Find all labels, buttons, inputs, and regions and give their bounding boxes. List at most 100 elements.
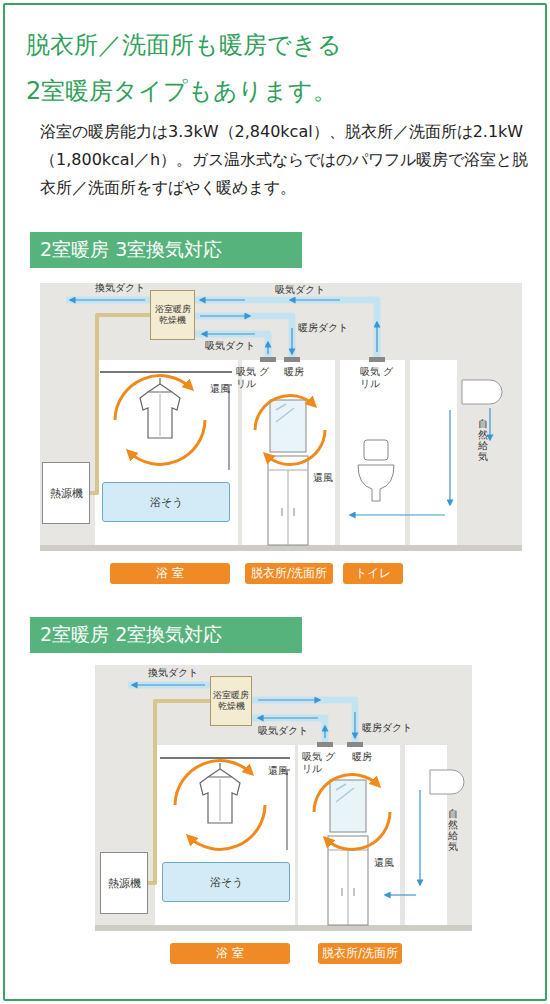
section-band-text: 2室暖房 2室換気対応 — [40, 622, 222, 648]
toilet — [358, 465, 394, 501]
page-title: 脱衣所／洗面所も暖房できる 2室暖房タイプもあります。 — [26, 31, 342, 105]
callout-label-text: 吸気 グリル — [302, 751, 335, 774]
warm-air-swirl — [115, 376, 325, 465]
section-band: 2室暖房 3室換気対応 — [30, 232, 302, 268]
airflow-arrow — [324, 726, 325, 738]
callout-label: 換気ダクト — [95, 282, 145, 294]
section-band-text: 2室暖房 3室換気対応 — [40, 237, 222, 263]
airflow-arrow — [354, 712, 355, 738]
heat-source-unit-text: 熱源機 — [108, 876, 141, 891]
airflow-arrow — [200, 299, 245, 300]
callout-label: 暖房 — [284, 366, 304, 378]
bathroom-fixtures — [160, 758, 290, 850]
air-intake-hood — [430, 770, 464, 794]
air-intake-hood — [462, 380, 502, 404]
section-two-building — [95, 665, 472, 925]
duct — [195, 300, 377, 357]
section-one-building — [40, 545, 522, 551]
callout-label-text: 吸気ダクト — [275, 284, 325, 295]
duct — [195, 316, 292, 357]
airflow-arrow — [267, 342, 268, 354]
bathtub-text: 浴そう — [150, 495, 183, 510]
room-tag: 脱衣所/洗面所 — [245, 563, 333, 584]
dryer-unit-text: 浴室暖房 乾燥機 — [152, 304, 193, 326]
callout-label-text: 吸気 グリル — [236, 366, 269, 389]
toilet — [358, 440, 394, 501]
callout-label: 吸気ダクト — [205, 340, 255, 352]
callout-label: 吸気 グリル — [302, 751, 336, 775]
callout-label: 吸気ダクト — [258, 725, 308, 737]
dryer-unit: 浴室暖房 乾燥機 — [150, 290, 195, 340]
callout-label-text: 暖房 — [284, 366, 304, 377]
bathtub-text: 浴そう — [210, 875, 243, 890]
pipe-connector — [148, 701, 210, 883]
room-tag-text: 浴 室 — [216, 945, 244, 962]
callout-label-text: 暖房ダクト — [362, 722, 412, 733]
warm-air-swirl — [175, 761, 252, 805]
vertical-label-text: 自然給気 — [448, 808, 458, 852]
callout-label-text: 吸気ダクト — [205, 340, 255, 351]
bathroom-fixtures — [224, 385, 232, 470]
callout-label-text: 吸気 グリル — [360, 366, 393, 389]
warm-air-swirl — [115, 376, 192, 420]
vertical-label-text: 自然給気 — [478, 418, 488, 462]
body-text-text: 浴室の暖房能力は3.3kW（2,840kcal）、脱衣所／洗面所は2.1kW（1… — [40, 122, 528, 197]
room-tag: 浴 室 — [170, 943, 290, 964]
air-intake-hood — [430, 770, 464, 794]
room-tag: 脱衣所/洗面所 — [318, 943, 402, 964]
section-two-building — [95, 665, 472, 931]
warm-air-swirl — [189, 805, 266, 849]
section-two-building — [298, 745, 400, 925]
callout-label-text: 暖房 — [352, 751, 372, 762]
vanity — [268, 400, 308, 545]
bathtub: 浴そう — [162, 862, 290, 902]
warm-air-swirl — [255, 395, 315, 430]
airflow-arrow — [70, 299, 145, 300]
room-tag-text: 浴 室 — [156, 565, 184, 582]
callout-label-text: 吸気ダクト — [258, 725, 308, 736]
airflow-arrow — [202, 333, 255, 334]
dryer-unit: 浴室暖房 乾燥機 — [210, 676, 252, 726]
section-one-building — [340, 360, 405, 545]
airflow-arrow — [200, 315, 250, 316]
callout-label: 還風 — [313, 472, 333, 484]
heat-source-unit: 熱源機 — [100, 852, 148, 914]
airflow-arrow — [489, 408, 490, 440]
duct — [195, 334, 268, 357]
room-tag: 浴 室 — [110, 563, 230, 584]
bathroom-fixtures — [100, 372, 232, 470]
vanity — [328, 780, 368, 925]
airflow-arrow — [350, 514, 445, 515]
callout-label: 還風 — [374, 857, 394, 869]
vertical-label: 自然給気 — [448, 808, 458, 852]
callout-label-text: 換気ダクト — [148, 667, 198, 678]
grille — [369, 357, 385, 362]
section-two-building — [95, 925, 472, 931]
grille — [260, 357, 276, 362]
callout-label: 暖房ダクト — [298, 322, 348, 334]
airflow-arrow — [385, 894, 416, 895]
bathroom-fixtures — [160, 757, 290, 759]
duct — [252, 718, 325, 742]
callout-label: 暖房 — [352, 751, 372, 763]
toilet — [364, 440, 388, 460]
airflow-arrow — [449, 410, 450, 505]
warm-air-swirl — [325, 812, 390, 849]
section-one-building — [40, 283, 522, 551]
callout-label: 換気ダクト — [148, 667, 198, 679]
bathtub: 浴そう — [102, 482, 230, 522]
callout-label-text: 換気ダクト — [95, 282, 145, 293]
callout-label: 吸気 グリル — [236, 366, 270, 390]
warm-air-swirl — [175, 761, 390, 850]
warm-air-swirl — [129, 420, 206, 464]
duct — [252, 700, 355, 742]
heat-source-unit: 熱源機 — [42, 462, 90, 524]
callout-label: 吸気 グリル — [360, 366, 394, 390]
bathroom-fixtures — [100, 371, 232, 373]
air-intake-hood — [462, 380, 502, 404]
airflow-arrow — [290, 299, 340, 300]
heat-source-unit-text: 熱源機 — [50, 486, 83, 501]
warm-air-swirl — [314, 775, 379, 812]
vertical-label: 自然給気 — [478, 418, 488, 462]
